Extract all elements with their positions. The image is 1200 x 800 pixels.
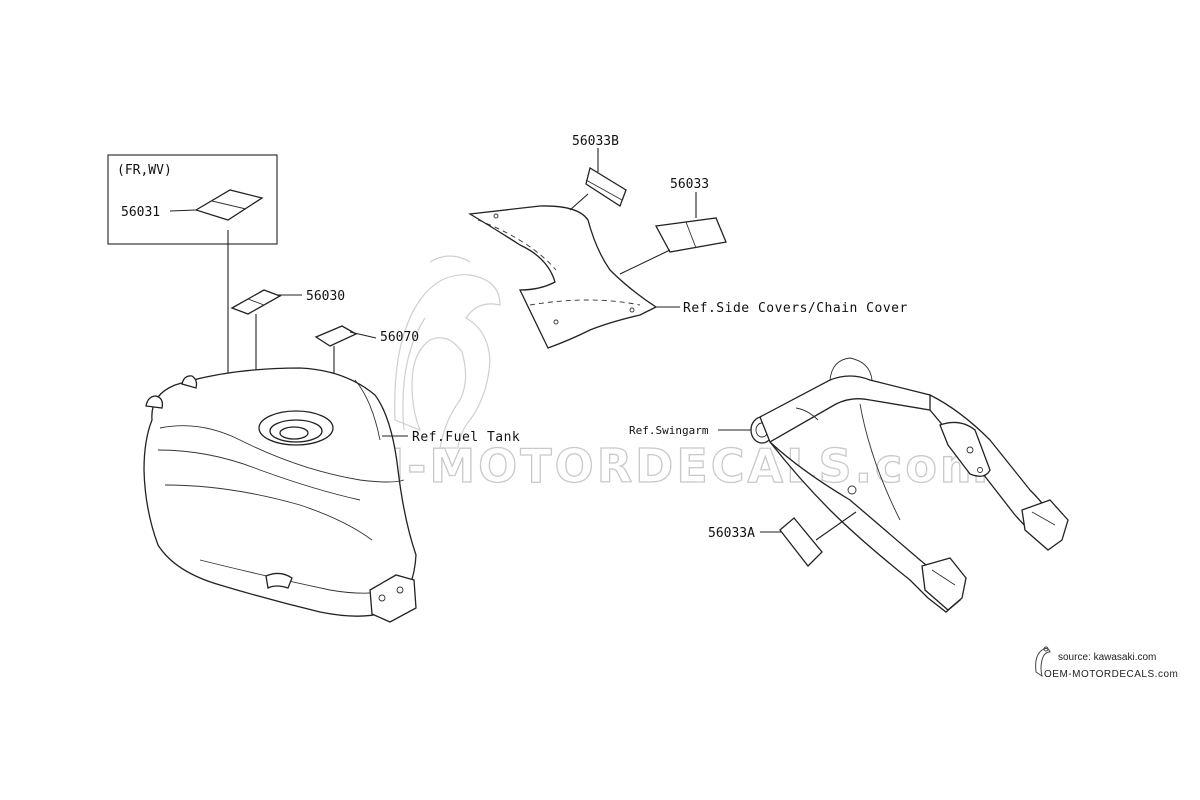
side-cover-dash-1 [477,219,557,271]
decal-56033-crease [685,221,697,249]
group-box-label: (FR,WV) [117,163,172,178]
fuel-tank-mount-right [181,375,198,389]
leader-56070 [349,331,377,339]
ref-fuel-tank: Ref.Fuel Tank [382,430,520,445]
ref-swingarm-label[interactable]: Ref.Swingarm [629,424,709,437]
part-label-56031[interactable]: 56031 [121,205,160,220]
fuel-tank-crease-5 [354,379,381,441]
side-cover-hole-2 [553,319,559,325]
watermark-logo-icon [394,255,501,449]
side-cover-body [468,205,658,349]
group-box-fr-wv: (FR,WV) 56031 [107,154,278,390]
side-cover-drawing [468,205,658,349]
decal-56033B-stripe [585,179,623,201]
part-label-56033[interactable]: 56033 [670,177,709,192]
group-box-frame [107,154,278,245]
source-credit: source: kawasaki.com OEM-MOTORDECALS.com [1035,646,1178,680]
source-text: source: kawasaki.com [1058,652,1156,663]
swingarm-adjuster-left-line [931,569,956,586]
swingarm-cross-tube [759,375,935,443]
swingarm-detail [795,407,819,421]
decal-56033B: 56033B [569,134,627,211]
fuel-tank-crease-1 [159,425,405,483]
source-site[interactable]: OEM-MOTORDECALS.com [1044,669,1178,680]
fuel-tank-bolt-2 [396,586,404,594]
decal-56033B-shape [585,166,627,207]
part-label-56030[interactable]: 56030 [306,289,345,304]
side-cover-dash-2 [529,299,641,306]
swingarm-bracket [939,421,991,477]
part-label-56070[interactable]: 56070 [380,330,419,345]
ref-swingarm: Ref.Swingarm [629,424,751,437]
swingarm-bolt-1 [966,446,974,454]
decal-56030: 56030 [230,289,345,406]
fuel-tank-rear-bracket [369,574,417,623]
swingarm-bolt-3 [847,485,857,495]
side-cover-hole-1 [493,213,499,219]
side-cover-hole-3 [629,307,635,313]
fuel-tank-crease-3 [164,484,373,541]
leader-56033A-up [815,511,857,541]
decal-56070-shape [314,325,358,347]
part-label-56033B[interactable]: 56033B [572,134,619,149]
swingarm-shock-mount [829,357,873,381]
swingarm-brace [859,403,901,521]
fuel-tank-bolt-1 [378,594,386,602]
decal-56033A: 56033A [708,511,857,567]
swingarm-left-arm [769,441,961,613]
ref-fuel-tank-label[interactable]: Ref.Fuel Tank [412,430,520,445]
leader-56031 [169,209,197,212]
source-logo-icon [1035,646,1051,678]
swingarm-adjuster-right [1021,499,1069,551]
swingarm-drawing [750,357,1069,613]
decal-56030-crease [247,298,265,306]
fuel-cap-inner [279,426,309,440]
decal-56031-crease [211,200,247,210]
ref-side-covers-label[interactable]: Ref.Side Covers/Chain Cover [683,301,908,316]
leader-56033B-down [569,193,589,211]
part-label-56033A[interactable]: 56033A [708,526,755,541]
fuel-tank-body [143,367,417,617]
decal-56033: 56033 [619,177,727,275]
swingarm-bolt-2 [977,467,983,473]
ref-side-covers: Ref.Side Covers/Chain Cover [656,301,908,316]
fuel-tank-lower-mount [265,572,293,589]
leader-56033-down [619,249,671,275]
fuel-tank-mount-left [145,395,164,409]
decal-56033A-shape [779,517,823,567]
fuel-tank-crease-2 [157,449,361,501]
swingarm-adjuster-right-line [1031,511,1056,526]
fuel-tank-drawing [143,367,417,623]
swingarm-adjuster-left [921,557,967,611]
